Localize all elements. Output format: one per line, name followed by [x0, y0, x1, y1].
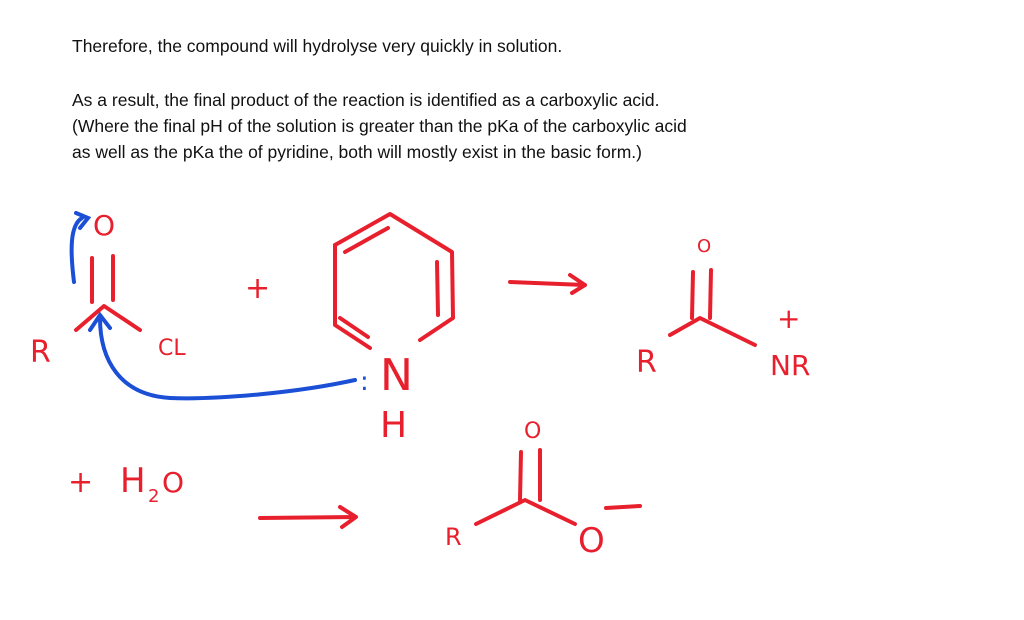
water-h-label: H: [120, 461, 146, 501]
water-o-label: O: [162, 466, 184, 499]
curved-arrow-carbonyl-icon: [69, 211, 92, 284]
product-carboxylate: [474, 448, 642, 526]
nitrogen-label: N: [380, 350, 413, 401]
paragraph-result: As a result, the final product of the re…: [72, 90, 660, 110]
acyl-chloride: [74, 254, 142, 332]
oxygen-label: O: [697, 236, 711, 257]
product-amide: [668, 268, 757, 347]
r-group-label: R: [636, 345, 657, 380]
hydrogen-label: H: [380, 405, 407, 446]
oxygen-label: O: [524, 419, 541, 444]
paragraph-ph-note-2: as well as the pKa the of pyridine, both…: [72, 142, 642, 162]
oxygen-label: O: [93, 209, 115, 242]
curved-arrow-nucleophile-icon: [88, 311, 357, 401]
reaction-arrow-1: [508, 273, 587, 295]
plus-sign: +: [245, 271, 270, 306]
water-subscript: 2: [148, 486, 159, 507]
chlorine-label: CL: [158, 336, 186, 361]
pyridinium-label: NR: [770, 349, 810, 382]
paragraph-hydrolyse: Therefore, the compound will hydrolyse v…: [72, 36, 563, 56]
reaction-arrow-2: [258, 505, 358, 529]
paragraph-ph-note-1: (Where the final pH of the solution is g…: [72, 116, 687, 136]
r-group-label: R: [445, 523, 462, 551]
carboxylate-oxygen-label: O: [578, 521, 605, 561]
plus-sign: +: [68, 465, 93, 500]
r-group-label: R: [30, 335, 51, 370]
lone-pair: :: [360, 367, 369, 397]
pyridine-ring: [333, 212, 455, 350]
positive-charge: +: [777, 302, 800, 335]
